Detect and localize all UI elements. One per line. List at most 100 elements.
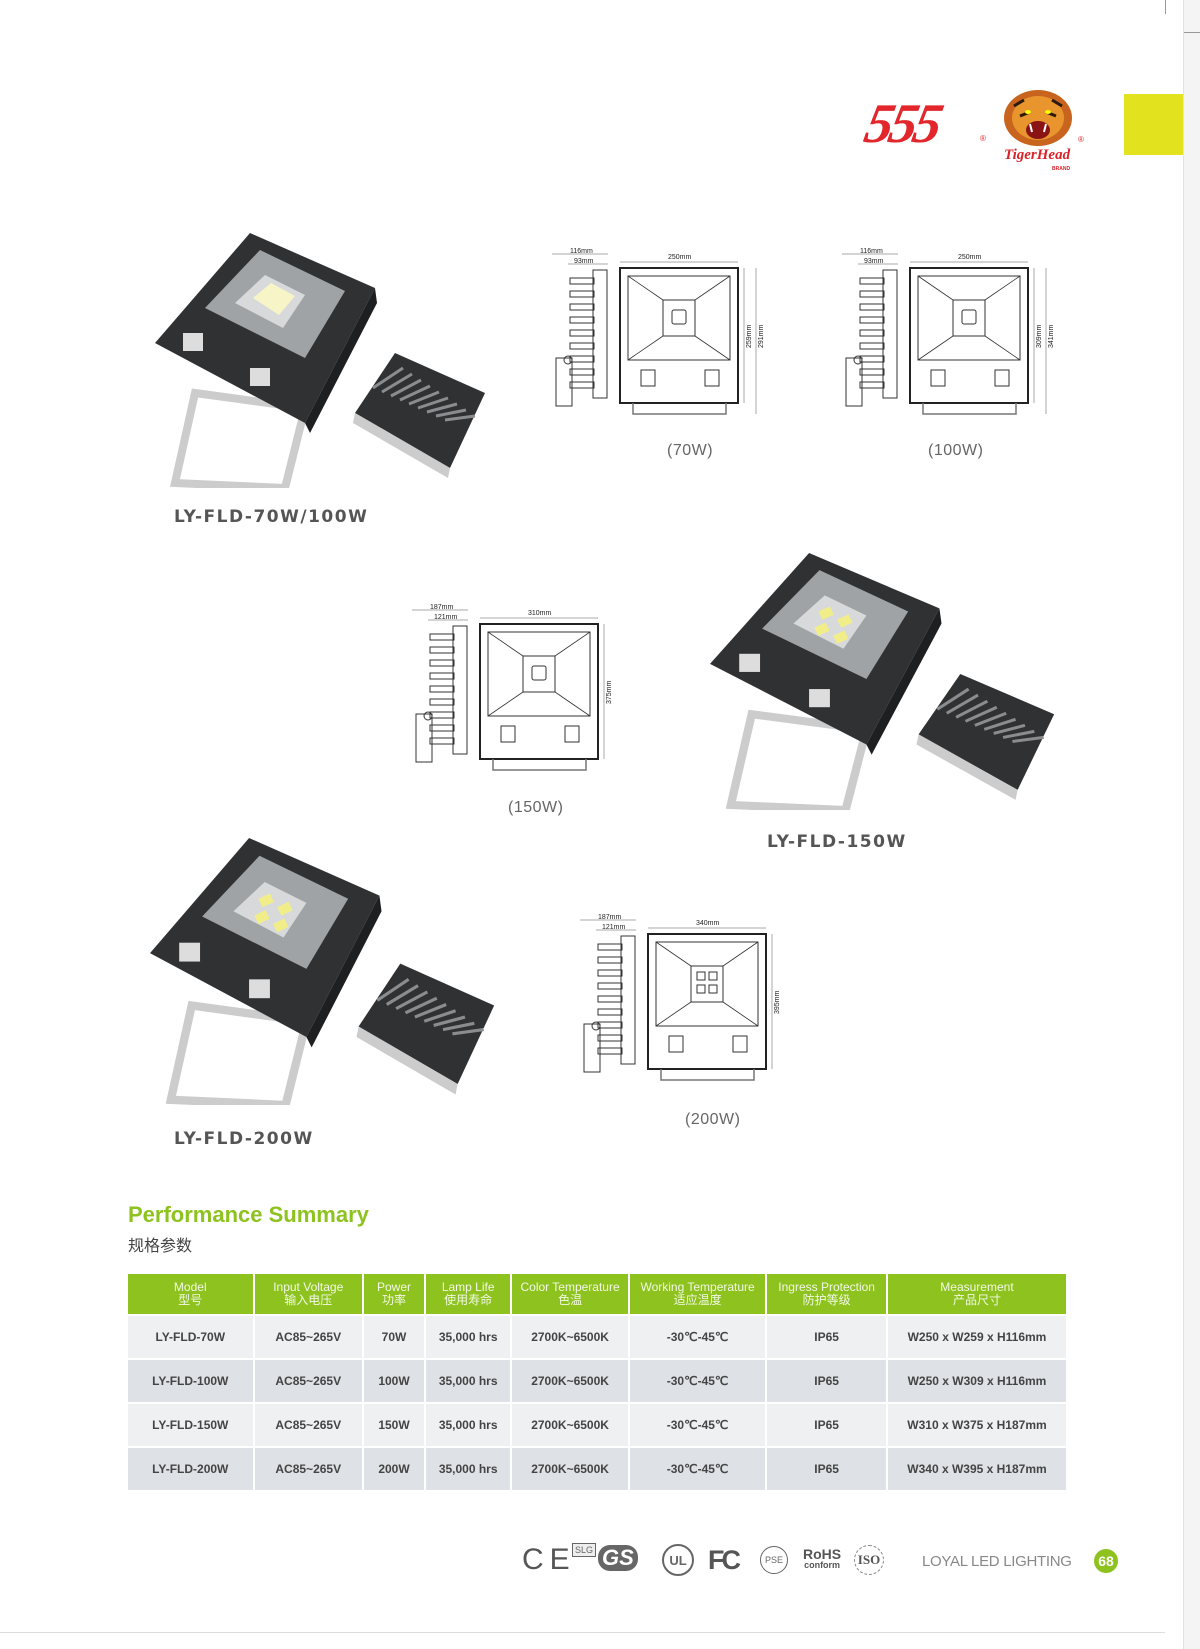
table-cell: IP65 <box>767 1360 886 1402</box>
pivot <box>591 1021 601 1031</box>
column-header-en: Working Temperature <box>640 1280 755 1294</box>
heatsink-edge <box>353 413 450 478</box>
fin <box>426 402 458 414</box>
column-header-zh: 功率 <box>382 1293 407 1307</box>
fin <box>964 705 998 723</box>
slg-gs-mark-icon: SLG GS <box>572 1543 638 1573</box>
led-chip <box>254 910 270 925</box>
table-cell: W340 x W395 x H187mm <box>887 1448 1066 1490</box>
page-edge <box>1183 0 1200 1649</box>
dimension-height: 259mm <box>746 324 753 348</box>
side-housing <box>620 935 636 1065</box>
side-fin <box>597 943 623 951</box>
column-header-zh: 输入电压 <box>284 1293 333 1307</box>
table-cell: IP65 <box>767 1448 886 1490</box>
product-title: LY-FLD-200W <box>174 1129 314 1149</box>
table-cell: W310 x W375 x H187mm <box>887 1404 1066 1446</box>
front-reflector <box>487 631 591 717</box>
product-photo-70w-100w <box>155 233 505 493</box>
table-cell: 35,000 hrs <box>426 1316 511 1358</box>
dimension-height: 375mm <box>606 680 613 704</box>
clip <box>930 369 946 387</box>
led-outline <box>531 665 547 681</box>
front-housing <box>647 933 767 1070</box>
fin <box>372 366 404 390</box>
clip <box>183 333 203 351</box>
led-outline <box>696 984 706 994</box>
fin <box>983 717 1017 731</box>
front-reflector-edges <box>917 275 1021 361</box>
table-cell: IP65 <box>767 1404 886 1446</box>
fin <box>936 687 970 711</box>
fin <box>945 693 979 715</box>
clip <box>249 979 270 999</box>
side-housing <box>592 269 608 399</box>
clip <box>739 653 761 672</box>
side-fin <box>429 659 455 667</box>
fcc-mark-icon: FC <box>708 1544 741 1575</box>
clip <box>179 942 201 962</box>
front-center <box>690 965 724 1003</box>
pivot <box>563 355 573 365</box>
section-title: Performance Summary <box>128 1202 369 1227</box>
front-reflector <box>655 941 759 1027</box>
dimension-body: 93mm <box>864 258 884 265</box>
side-fin <box>569 316 595 324</box>
fin <box>452 1028 484 1036</box>
drawing-label: (100W) <box>928 442 984 459</box>
heatsink-rear-view <box>356 963 495 1095</box>
front-housing <box>479 623 599 760</box>
side-fin <box>429 724 455 732</box>
front-reflector-edges <box>655 941 759 1027</box>
table-cell: 70W <box>363 1316 425 1358</box>
side-fin <box>569 303 595 311</box>
side-fin <box>569 355 595 363</box>
table-cell: 150W <box>363 1404 425 1446</box>
led-chip <box>833 630 849 644</box>
product-title: LY-FLD-70W/100W <box>174 507 369 527</box>
fin <box>993 723 1026 735</box>
table-cell: 200W <box>363 1448 425 1490</box>
led-outline <box>696 971 706 981</box>
side-fin <box>429 711 455 719</box>
dimension-width: 310mm <box>528 610 552 617</box>
side-fin <box>597 1034 623 1042</box>
bracket <box>922 403 1017 415</box>
table-cell: -30℃-45℃ <box>629 1448 766 1490</box>
side-fin <box>859 277 885 285</box>
side-fin <box>569 329 595 337</box>
side-fin <box>569 290 595 298</box>
housing-side <box>866 608 942 755</box>
led-outline <box>671 309 687 325</box>
dimension-height: 309mm <box>1036 324 1043 348</box>
column-header-zh: 适应温度 <box>673 1293 722 1307</box>
bracket <box>492 759 587 771</box>
clip <box>994 369 1010 387</box>
dimension-body: 121mm <box>434 614 458 621</box>
column-header-zh: 色温 <box>558 1293 583 1307</box>
clip <box>250 368 270 386</box>
side-fin <box>859 368 885 376</box>
dimension-depth: 187mm <box>598 914 622 921</box>
side-fin <box>597 1021 623 1029</box>
clip <box>564 725 580 743</box>
table-cell: 35,000 hrs <box>426 1404 511 1446</box>
company-name: LOYAL LED LIGHTING <box>922 1553 1072 1570</box>
side-fin <box>859 290 885 298</box>
fin <box>404 996 438 1015</box>
table-cell: -30℃-45℃ <box>629 1316 766 1358</box>
side-fin <box>597 1008 623 1016</box>
table-cell: AC85~265V <box>254 1316 362 1358</box>
led-outline <box>708 971 718 981</box>
table-cell: LY-FLD-150W <box>128 1404 253 1446</box>
crop-mark <box>1165 0 1166 14</box>
pse-mark-icon: PSE <box>760 1545 788 1575</box>
fin <box>395 990 429 1011</box>
housing-side <box>305 288 377 433</box>
heatsink-rear-view <box>916 673 1055 800</box>
led-outline <box>961 309 977 325</box>
